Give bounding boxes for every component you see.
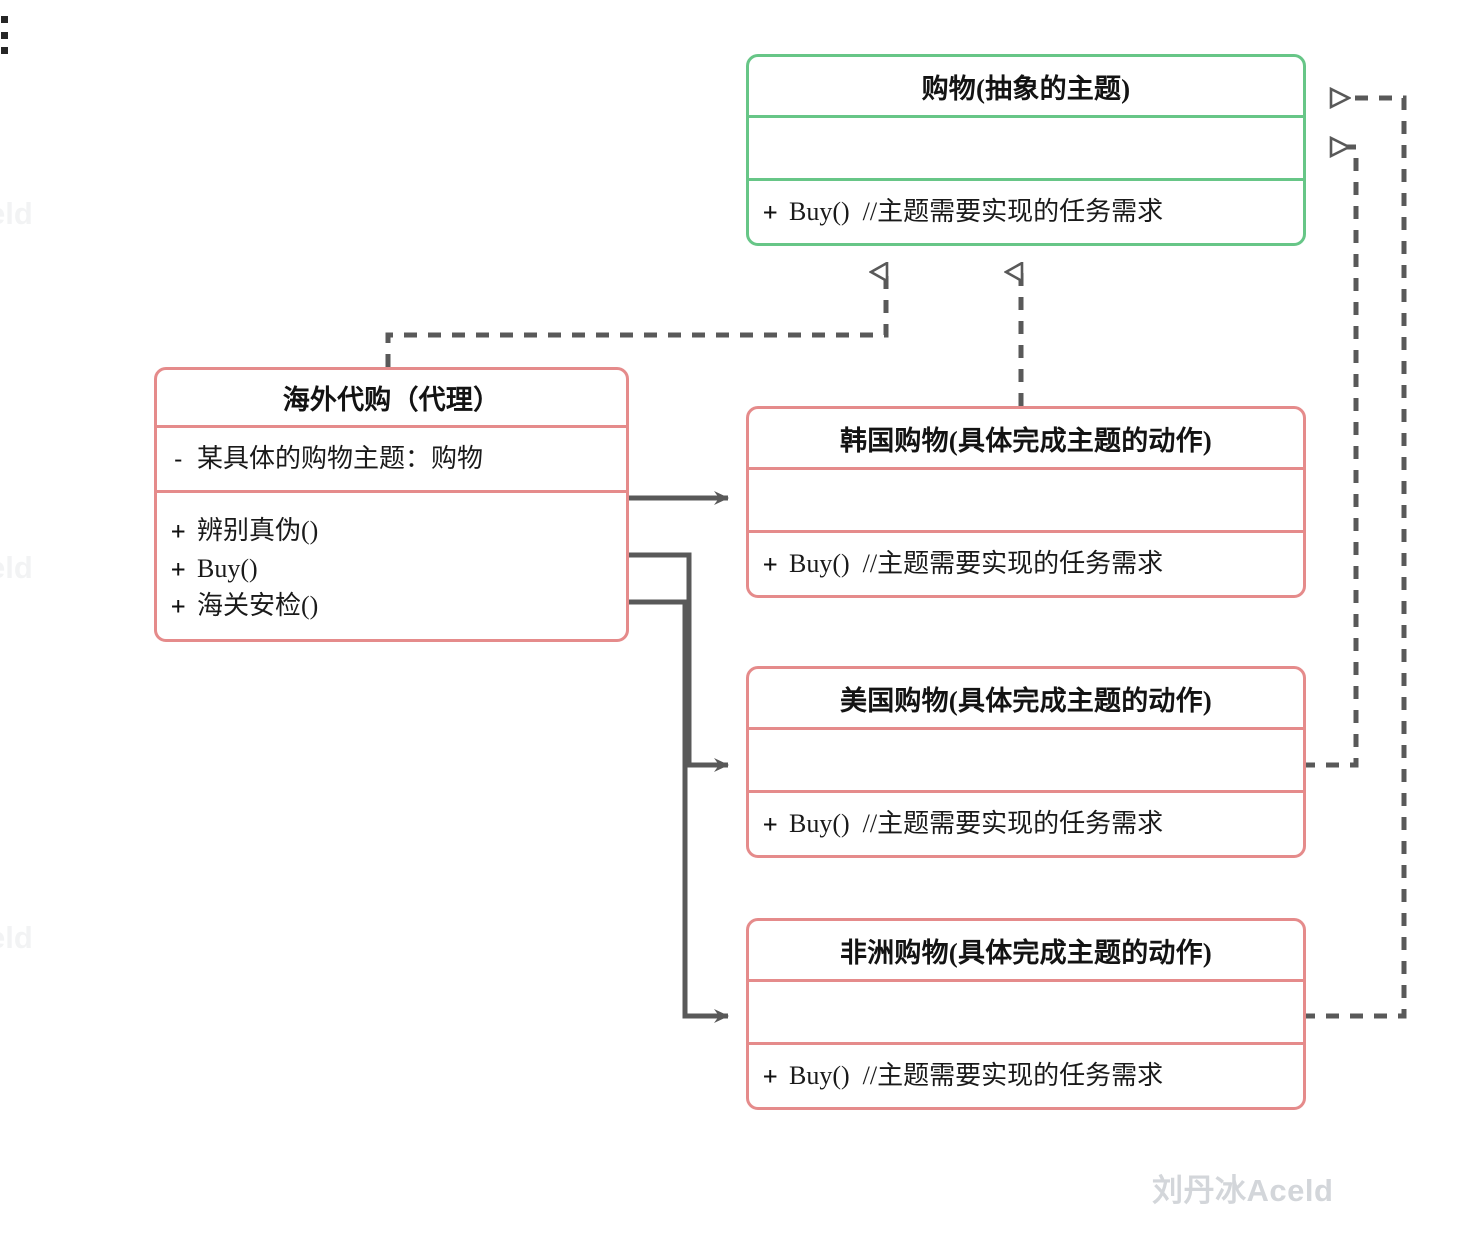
- member-label: 海关安检(): [197, 591, 319, 621]
- member-label: Buy() //主题需要实现的任务需求: [789, 549, 1164, 579]
- class-title-proxy: 海外代购（代理）: [282, 385, 501, 415]
- class-member-row: + Buy() //主题需要实现的任务需求: [763, 545, 1303, 583]
- class-attributes-proxy: - 某具体的购物主题：购物: [157, 428, 626, 490]
- class-member-row: + Buy() //主题需要实现的任务需求: [763, 193, 1303, 231]
- class-box-usa[interactable]: 美国购物(具体完成主题的动作) + Buy() //主题需要实现的任务需求: [746, 666, 1306, 858]
- dot-3: [1, 47, 8, 54]
- class-title-usa: 美国购物(具体完成主题的动作): [840, 685, 1212, 716]
- class-attributes-africa: [749, 982, 1303, 1042]
- class-member-row: + 海关安检(): [171, 587, 626, 625]
- class-box-proxy[interactable]: 海外代购（代理） - 某具体的购物主题：购物 + 辨别真伪() + Buy() …: [154, 367, 629, 642]
- class-divider: [749, 178, 1303, 181]
- visibility-marker: -: [171, 445, 186, 474]
- class-methods-proxy: + 辨别真伪() + Buy() + 海关安检(): [157, 493, 626, 639]
- rel-proxy-realizes-subject: [385, 272, 889, 367]
- class-member-row: - 某具体的购物主题：购物: [171, 440, 626, 478]
- rel-usa-realizes-subject: [1302, 147, 1359, 768]
- visibility-marker: +: [171, 554, 186, 583]
- class-title-africa: 非洲购物(具体完成主题的动作): [840, 937, 1212, 968]
- visibility-marker: +: [763, 810, 778, 839]
- class-divider: [157, 425, 626, 428]
- member-label: Buy() //主题需要实现的任务需求: [789, 809, 1164, 839]
- class-divider: [749, 467, 1303, 470]
- class-methods-korea: + Buy() //主题需要实现的任务需求: [749, 533, 1303, 595]
- class-divider: [749, 115, 1303, 118]
- class-attributes-korea: [749, 470, 1303, 530]
- watermark-edge-2: eld: [0, 550, 33, 585]
- class-methods-usa: + Buy() //主题需要实现的任务需求: [749, 793, 1303, 855]
- watermark-edge-3: eld: [0, 920, 33, 955]
- visibility-marker: +: [763, 550, 778, 579]
- class-title-korea: 韩国购物(具体完成主题的动作): [840, 425, 1212, 456]
- class-divider: [749, 530, 1303, 533]
- class-title-subject: 购物(抽象的主题): [921, 73, 1131, 104]
- class-member-row: + Buy() //主题需要实现的任务需求: [763, 805, 1303, 843]
- member-label: Buy() //主题需要实现的任务需求: [789, 1061, 1164, 1091]
- class-box-korea[interactable]: 韩国购物(具体完成主题的动作) + Buy() //主题需要实现的任务需求: [746, 406, 1306, 598]
- class-member-row: + Buy() //主题需要实现的任务需求: [763, 1057, 1303, 1095]
- class-methods-africa: + Buy() //主题需要实现的任务需求: [749, 1045, 1303, 1107]
- class-divider: [749, 727, 1303, 730]
- watermark-author: 刘丹冰Aceld: [1152, 1173, 1334, 1208]
- member-label: Buy() //主题需要实现的任务需求: [789, 197, 1164, 227]
- class-attributes-usa: [749, 730, 1303, 790]
- class-box-subject[interactable]: 购物(抽象的主题) + Buy() //主题需要实现的任务需求: [746, 54, 1306, 246]
- visibility-marker: +: [763, 1062, 778, 1091]
- class-methods-subject: + Buy() //主题需要实现的任务需求: [749, 181, 1303, 243]
- dot-1: [1, 16, 8, 23]
- rel-proxy-uses-africa: [629, 599, 729, 1023]
- dot-2: [1, 31, 8, 39]
- class-member-row: + Buy(): [171, 550, 626, 588]
- rel-proxy-uses-usa: [629, 552, 729, 772]
- rel-africa-realizes-subject: [1302, 98, 1407, 1019]
- class-member-row: + 辨别真伪(): [171, 512, 626, 550]
- class-attributes-subject: [749, 118, 1303, 178]
- class-divider: [749, 979, 1303, 982]
- member-label: 某具体的购物主题：购物: [197, 444, 484, 474]
- visibility-marker: +: [171, 516, 186, 545]
- visibility-marker: +: [763, 198, 778, 227]
- watermark-edge-1: eld: [0, 196, 33, 231]
- member-label: 辨别真伪(): [197, 515, 319, 545]
- visibility-marker: +: [171, 592, 186, 621]
- member-label: Buy(): [197, 553, 258, 583]
- class-divider: [749, 1042, 1303, 1045]
- class-divider: [157, 490, 626, 493]
- class-box-africa[interactable]: 非洲购物(具体完成主题的动作) + Buy() //主题需要实现的任务需求: [746, 918, 1306, 1110]
- class-divider: [749, 790, 1303, 793]
- vertical-dots-handle-icon[interactable]: [1, 16, 11, 54]
